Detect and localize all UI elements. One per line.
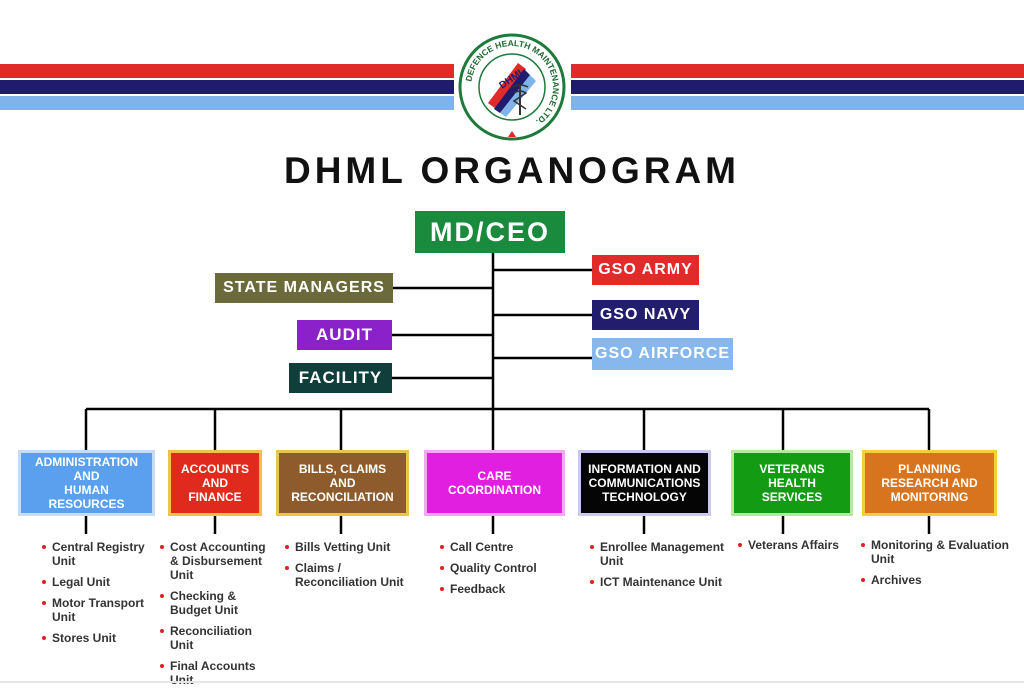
list-item: Call Centre [440, 540, 570, 554]
header-stripe-navy-right [571, 80, 1024, 94]
list-item: Veterans Affairs [738, 538, 858, 552]
list-item: Cost Accounting & Disbursement Unit [160, 540, 276, 582]
gso-army-box: GSO ARMY [592, 255, 699, 285]
bills-units-list: Bills Vetting Unit Claims / Reconciliati… [285, 540, 425, 596]
page-title: DHML ORGANOGRAM [283, 150, 740, 191]
list-item: Quality Control [440, 561, 570, 575]
admin-units-list: Central Registry Unit Legal Unit Motor T… [42, 540, 162, 652]
list-item: Monitoring & Evaluation Unit [861, 538, 1011, 566]
list-item: Enrollee Management Unit [590, 540, 730, 568]
veterans-units-list: Veterans Affairs [738, 538, 858, 559]
care-units-list: Call Centre Quality Control Feedback [440, 540, 570, 603]
list-item: ICT Maintenance Unit [590, 575, 730, 589]
planning-units-list: Monitoring & Evaluation Unit Archives [861, 538, 1011, 594]
list-item: Motor Transport Unit [42, 596, 162, 624]
bottom-divider [0, 681, 1024, 683]
header-stripe-blue-right [571, 96, 1024, 110]
state-managers-box: STATE MANAGERS [215, 273, 393, 303]
list-item: Archives [861, 573, 1011, 587]
list-item: Stores Unit [42, 631, 162, 645]
list-item: Final Accounts Unit [160, 659, 276, 687]
audit-box: AUDIT [297, 320, 392, 350]
accounts-units-list: Cost Accounting & Disbursement Unit Chec… [160, 540, 276, 694]
list-item: Checking & Budget Unit [160, 589, 276, 617]
logo-emblem [488, 63, 536, 117]
list-item: Claims / Reconciliation Unit [285, 561, 425, 589]
facility-box: FACILITY [289, 363, 392, 393]
list-item: Central Registry Unit [42, 540, 162, 568]
dhml-logo: DEFENCE HEALTH MAINTENANCE LTD. DHML [458, 33, 566, 141]
logo-crest-icon [508, 131, 516, 137]
list-item: Feedback [440, 582, 570, 596]
header-stripe-red-right [571, 64, 1024, 78]
header-stripe-blue-left [0, 96, 454, 110]
dept-care-coordination: CARE COORDINATION [424, 450, 565, 516]
list-item: Bills Vetting Unit [285, 540, 425, 554]
header-stripe-red-left [0, 64, 454, 78]
ict-units-list: Enrollee Management Unit ICT Maintenance… [590, 540, 730, 596]
list-item: Legal Unit [42, 575, 162, 589]
list-item: Reconciliation Unit [160, 624, 276, 652]
gso-navy-box: GSO NAVY [592, 300, 699, 330]
md-ceo-box: MD/CEO [415, 211, 565, 253]
header-stripe-navy-left [0, 80, 454, 94]
gso-airforce-box: GSO AIRFORCE [592, 338, 733, 370]
